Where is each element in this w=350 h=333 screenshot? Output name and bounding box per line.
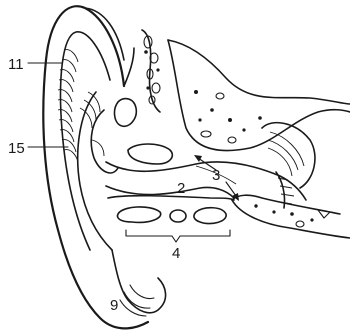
canal-floor-plates bbox=[108, 196, 234, 224]
lower-bone-region bbox=[232, 195, 350, 238]
label-3: 3 bbox=[212, 167, 220, 184]
cartilage-plates bbox=[115, 99, 173, 164]
label-15: 15 bbox=[8, 140, 25, 157]
label-4: 4 bbox=[172, 245, 180, 262]
tympanic-membrane bbox=[262, 123, 315, 208]
region-bracket bbox=[126, 230, 230, 242]
label-9: 9 bbox=[110, 297, 118, 314]
helix-hatching bbox=[58, 50, 104, 162]
label-11: 11 bbox=[8, 56, 24, 73]
upper-bone-fragments bbox=[142, 30, 160, 112]
leader-lines bbox=[28, 63, 239, 201]
temporal-bone bbox=[168, 40, 350, 151]
auricle-outline bbox=[43, 6, 165, 328]
ear-canal bbox=[106, 162, 306, 200]
label-2: 2 bbox=[177, 180, 185, 197]
